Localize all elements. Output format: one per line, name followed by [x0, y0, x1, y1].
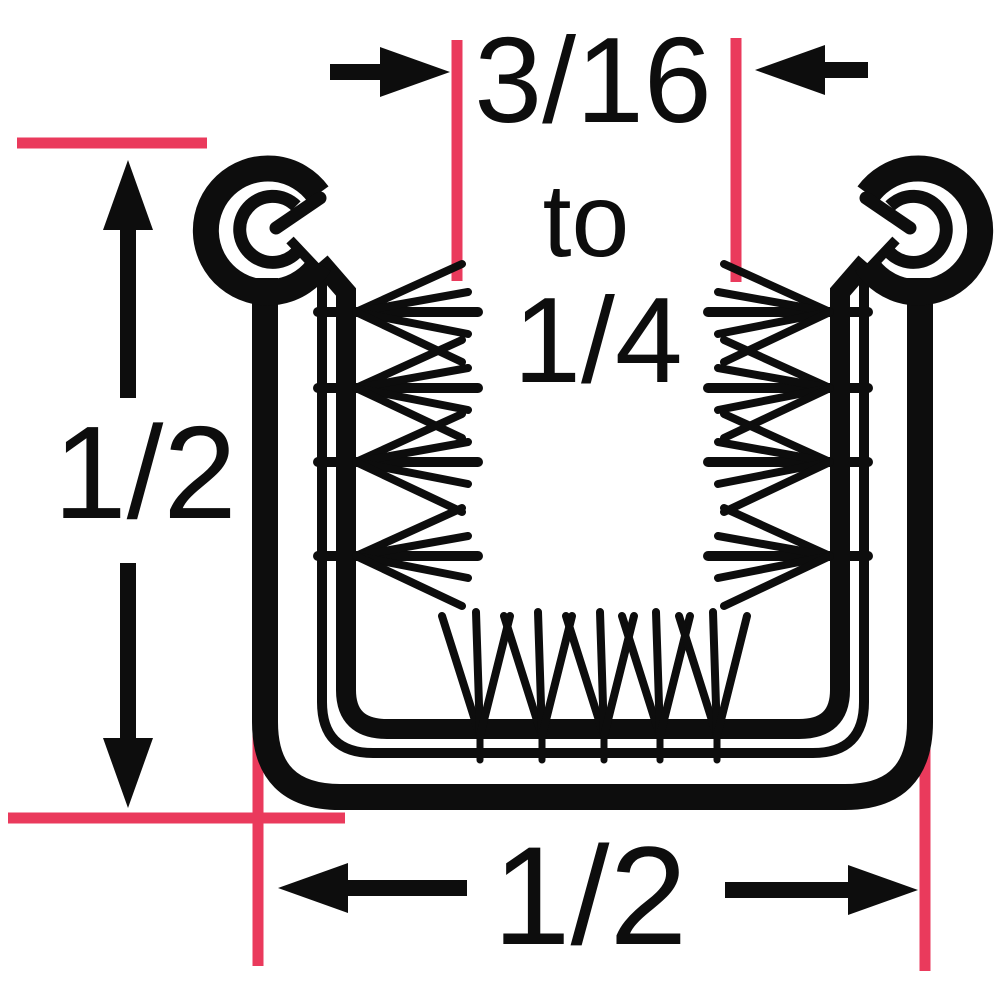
flock-tufts-right-wall — [703, 260, 873, 610]
top-gap-connector-label: to — [543, 163, 630, 279]
right-curl-inner-ring — [880, 189, 953, 269]
top-gap-min-label: 3/16 — [474, 12, 711, 148]
extension-lines — [8, 38, 931, 971]
width-arrow-left-icon — [278, 863, 467, 913]
height-arrow-down-icon — [103, 563, 153, 808]
flock-tufts-bottom-wall — [438, 608, 751, 764]
channel-profile — [192, 155, 994, 810]
channel-flock-liner — [312, 255, 874, 739]
top-gap-max-label: 1/4 — [513, 272, 683, 408]
left-curl-clinch-tab — [269, 191, 327, 235]
right-curl-outer-ring — [855, 155, 994, 306]
left-curl-inner-ring — [233, 189, 306, 269]
height-dimension-label: 1/2 — [53, 399, 237, 546]
top-gap-arrow-right-icon — [330, 47, 450, 97]
channel-steel-inner-line — [286, 236, 900, 758]
dimension-arrows — [103, 45, 918, 915]
flock-tufts-left-wall — [313, 260, 483, 610]
width-arrow-right-icon — [725, 865, 918, 915]
channel-left-curl — [192, 155, 331, 306]
channel-outer-wall — [252, 278, 933, 810]
height-arrow-up-icon — [103, 160, 153, 398]
top-gap-arrow-left-icon — [755, 45, 868, 95]
left-curl-outer-ring — [192, 155, 331, 306]
right-curl-clinch-tab — [859, 191, 917, 235]
channel-right-curl — [855, 155, 994, 306]
width-dimension-label: 1/2 — [493, 817, 688, 974]
